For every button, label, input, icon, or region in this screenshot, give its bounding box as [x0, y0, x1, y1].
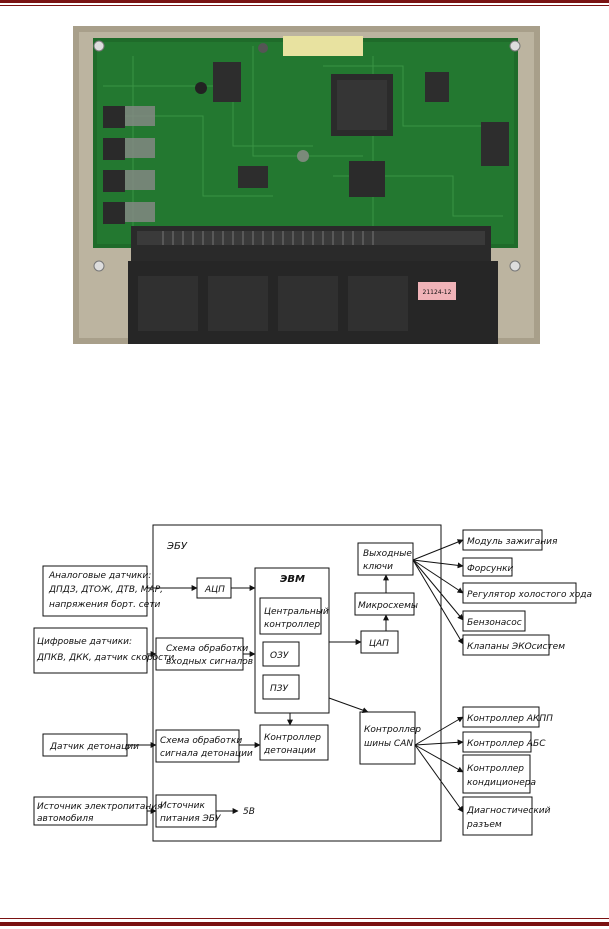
- adc-label: АЦП: [204, 585, 225, 595]
- analog-sensors-box: [42, 565, 148, 617]
- ecu-power-line1: Источник: [160, 801, 205, 811]
- output-ignition-module: Модуль зажигания: [467, 537, 558, 547]
- input-processing-line2: входных сигналов: [166, 657, 253, 667]
- top-border-rule: [0, 0, 609, 3]
- cpu-line1: Центральный: [264, 607, 329, 617]
- digital-sensors-box: [33, 627, 148, 674]
- fuel-pump-box: [462, 610, 526, 632]
- cpu-box: [259, 597, 322, 635]
- knock-controller-line1: Контроллер: [264, 733, 321, 743]
- rom-box: [262, 674, 300, 700]
- ecu-frame: [152, 524, 442, 842]
- chips-label: Микросхемы: [358, 601, 418, 611]
- output-keys-line1: Выходные: [363, 549, 412, 559]
- evm-box: [254, 567, 330, 714]
- top-border-rule-thin: [0, 5, 609, 6]
- cpu-line2: контроллер: [264, 620, 320, 630]
- output-injectors: Форсунки: [467, 564, 514, 574]
- ecu-title: ЭБУ: [166, 541, 188, 552]
- output-akpp-controller: Контроллер АКПП: [467, 714, 553, 724]
- vehicle-power-line2: автомобиля: [37, 814, 94, 824]
- bottom-border-rule-thin: [0, 918, 609, 919]
- digital-sensors-line2: ДПКВ, ДКК, датчик скорости: [36, 653, 174, 663]
- knock-controller-line2: детонации: [263, 746, 316, 756]
- output-ac-controller-line2: кондиционера: [467, 778, 536, 788]
- knock-processing-line1: Схема обработки: [160, 736, 242, 746]
- bottom-border-rule: [0, 922, 609, 926]
- eco-valves-box: [462, 634, 550, 656]
- knock-sensor-label: Датчик детонации: [49, 742, 139, 752]
- digital-sensors-line1: Цифровые датчики:: [37, 637, 132, 647]
- vehicle-power-line1: Источник электропитания: [37, 802, 163, 812]
- can-controller-line1: Контроллер: [364, 725, 421, 735]
- analog-sensors-line1: Аналоговые датчики:: [48, 571, 151, 581]
- output-abs-controller: Контроллер АБС: [467, 739, 546, 749]
- output-fuel-pump: Бензонасос: [467, 618, 522, 628]
- ecu-board-photo: 21124-12: [73, 26, 540, 344]
- output-eco-valves: Клапаны ЭКОсистем: [467, 642, 565, 652]
- ecu-block-diagram: ЭБУ ЭВМ Аналоговые датчики: ДПДЗ, ДТОЖ, …: [33, 524, 592, 842]
- knock-processing-line2: сигнала детонации: [160, 749, 253, 759]
- can-controller-box: [359, 711, 416, 765]
- housing-label-sticker: 21124-12: [423, 289, 452, 296]
- output-idle-regulator: Регулятор холостого хода: [467, 590, 592, 600]
- ram-label: ОЗУ: [270, 651, 289, 661]
- input-processing-line1: Схема обработки: [166, 644, 248, 654]
- rom-label: ПЗУ: [270, 684, 289, 694]
- output-diagnostic-line1: Диагностический: [466, 806, 551, 816]
- dac-label: ЦАП: [369, 639, 389, 649]
- analog-sensors-line2: ДПДЗ, ДТОЖ, ДТВ, МАР,: [48, 585, 163, 595]
- analog-sensors-line3: напряжения борт. сети: [49, 600, 161, 610]
- ram-box: [262, 641, 300, 667]
- ecu-power-line2: питания ЭБУ: [160, 814, 221, 824]
- evm-title: ЭВМ: [280, 574, 305, 585]
- voltage-5v-label: 5В: [243, 807, 255, 817]
- output-ac-controller-line1: Контроллер: [467, 764, 524, 774]
- output-keys-line2: ключи: [363, 562, 393, 572]
- diagnostic-connector-box: [462, 796, 533, 836]
- can-controller-line2: шины CAN: [364, 739, 413, 749]
- ac-controller-box: [462, 754, 531, 794]
- output-diagnostic-line2: разъем: [466, 820, 502, 830]
